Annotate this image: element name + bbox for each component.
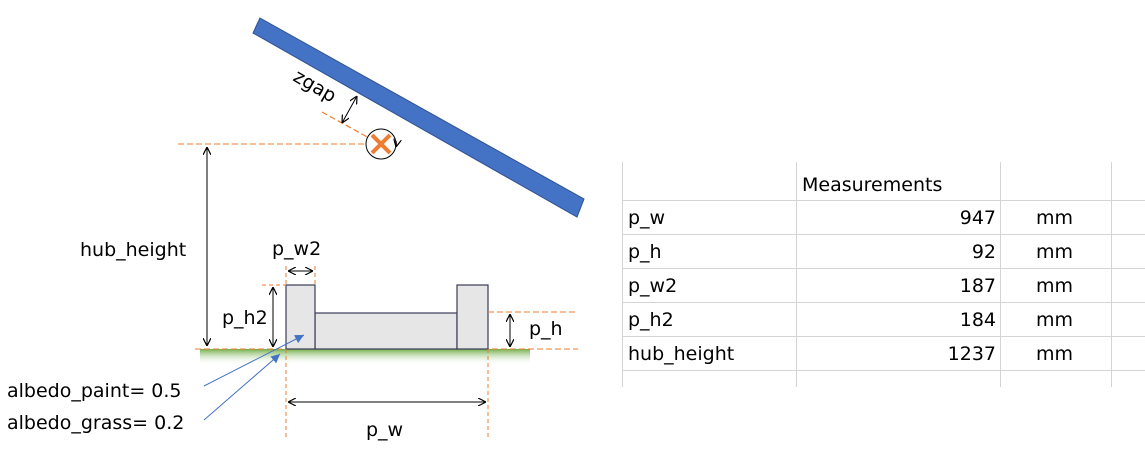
row-value: 1237 bbox=[947, 343, 996, 365]
p-w2-label: p_w2 bbox=[272, 238, 321, 260]
row-value: 92 bbox=[971, 241, 996, 263]
grid-line bbox=[1111, 162, 1112, 387]
grid-line bbox=[622, 268, 1145, 269]
albedo-grass-label: albedo_grass= 0.2 bbox=[7, 412, 184, 434]
tracker-geometry-diagram: zgap hub_height p_w2 p_h2 p_h p_w albedo… bbox=[7, 17, 585, 441]
measurements-table: Measurements p_w 947 mm p_h 92 mm p_w2 1… bbox=[622, 162, 1145, 387]
grid-line bbox=[1000, 162, 1001, 387]
grid-line bbox=[622, 200, 1145, 201]
grass-ground bbox=[200, 349, 530, 365]
pier-left bbox=[285, 284, 316, 350]
row-name: p_w2 bbox=[628, 275, 678, 297]
row-unit: mm bbox=[1036, 309, 1074, 331]
bridge-block bbox=[314, 312, 458, 350]
albedo-paint-arrow bbox=[203, 334, 305, 387]
p-h-label: p_h bbox=[529, 318, 563, 340]
row-name: p_h bbox=[628, 241, 662, 263]
row-name: p_h2 bbox=[628, 309, 674, 331]
grid-line bbox=[622, 336, 1145, 337]
table-header-measurements: Measurements bbox=[802, 174, 943, 196]
grid-line bbox=[622, 162, 623, 387]
rotation-pivot-icon bbox=[365, 128, 396, 160]
row-unit: mm bbox=[1036, 343, 1074, 365]
grid-line bbox=[622, 370, 1145, 371]
albedo-paint-label: albedo_paint= 0.5 bbox=[7, 380, 182, 402]
row-name: p_w bbox=[628, 207, 666, 229]
hub-height-label: hub_height bbox=[80, 239, 186, 261]
row-value: 947 bbox=[959, 207, 996, 229]
row-unit: mm bbox=[1036, 275, 1074, 297]
row-value: 184 bbox=[959, 309, 996, 331]
grid-line bbox=[622, 234, 1145, 235]
p-w-label: p_w bbox=[366, 419, 403, 441]
grid-line bbox=[622, 302, 1145, 303]
row-unit: mm bbox=[1036, 207, 1074, 229]
solar-panel bbox=[252, 17, 585, 218]
p-h2-label: p_h2 bbox=[222, 307, 268, 329]
row-value: 187 bbox=[959, 275, 996, 297]
pier-right bbox=[456, 284, 489, 350]
grid-line bbox=[796, 162, 797, 387]
row-name: hub_height bbox=[628, 343, 735, 365]
albedo-grass-arrow bbox=[203, 353, 281, 421]
row-unit: mm bbox=[1036, 241, 1074, 263]
zgap-dimension-arrow bbox=[342, 96, 357, 123]
